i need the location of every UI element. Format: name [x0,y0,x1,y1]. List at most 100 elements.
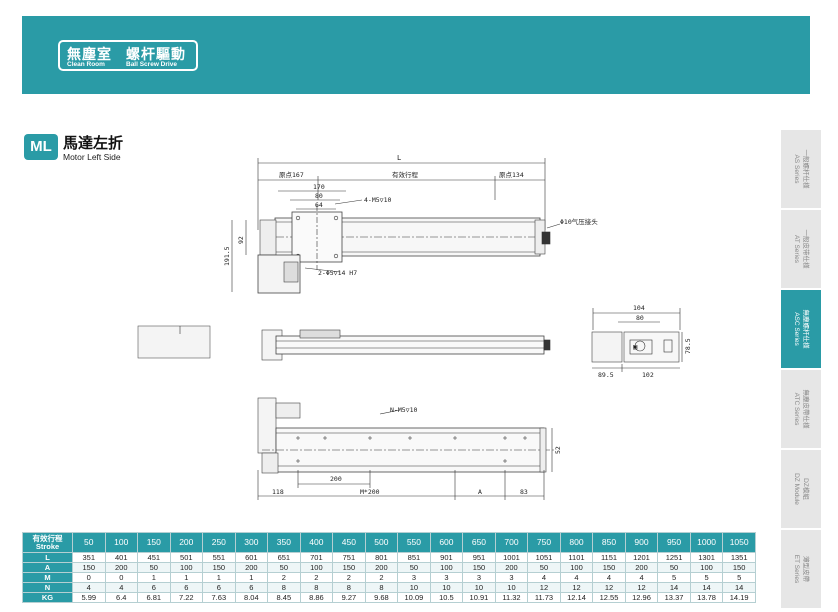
spec-cell: 5 [689,572,724,583]
spec-cell: 14.19 [722,592,756,603]
tab-en: AT Series [793,235,800,263]
section-code-badge: ML [24,134,58,160]
spec-cell: 8.04 [234,592,269,603]
spec-cell: 10.91 [462,592,496,603]
stroke-value-cell: 250 [202,532,236,553]
stroke-value-cell: 850 [592,532,626,553]
spec-cell: 150 [462,562,496,573]
spec-cell: 4 [624,572,659,583]
tab-en: ET Series [793,554,800,584]
spec-cell: 100 [689,562,724,573]
spec-cell: 3 [462,572,496,583]
spec-cell: 12.96 [624,592,659,603]
spec-cell: 451 [137,552,171,563]
spec-cell: 200 [364,562,399,573]
spec-cell: 10 [462,582,496,593]
spec-row-label: N [22,582,73,593]
spec-row-label: KG [22,592,73,603]
dim-200-label: 200 [330,475,342,483]
spec-cell: 1 [234,572,269,583]
tab-cn: 無塵皮帶仕様 [802,389,809,429]
spec-cell: 2 [299,572,334,583]
spec-cell: 1101 [559,552,594,563]
technical-drawing: L 原点167 有效行程 原点134 170 80 64 4-M5▽10 2-Φ… [137,154,692,500]
spec-cell: 11.73 [527,592,561,603]
dim-89-5-label: 89.5 [598,371,614,379]
dim-92-label: 92 [237,236,245,244]
spec-cell: 200 [624,562,659,573]
spec-cell: 5 [722,572,756,583]
spec-cell: 601 [234,552,269,563]
spec-cell: 12 [527,582,561,593]
spec-cell: 14 [689,582,724,593]
spec-cell: 200 [494,562,529,573]
spec-cell: 13.78 [689,592,724,603]
spec-cell: 6 [169,582,204,593]
spec-cell: 10.09 [397,592,431,603]
spec-cell: 4 [72,582,106,593]
stroke-value-cell: 600 [429,532,464,553]
spec-cell: 5 [657,572,691,583]
spec-cell: 1 [202,572,236,583]
spec-cell: 2 [364,572,399,583]
dim-80-label: 80 [315,192,323,200]
stroke-value-cell: 350 [267,532,301,553]
spec-cell: 801 [364,552,399,563]
stroke-value-cell: 550 [397,532,431,553]
spec-cell: 10 [494,582,529,593]
spec-cell: 10 [397,582,431,593]
spec-cell: 50 [527,562,561,573]
spec-cell: 1201 [624,552,659,563]
stroke-value-cell: 400 [299,532,334,553]
stroke-value-cell: 1050 [722,532,756,553]
spec-cell: 6.81 [137,592,171,603]
stroke-value-cell: 950 [657,532,691,553]
tab-en: DZ Module [793,473,800,505]
dim-104-label: 104 [633,304,645,312]
stroke-value-cell: 700 [494,532,529,553]
spec-cell: 5.99 [72,592,106,603]
spec-cell: 8 [364,582,399,593]
spec-cell: 6 [234,582,269,593]
spec-cell: 501 [169,552,204,563]
header-banner [22,16,810,94]
dim-a-label: A [478,488,482,496]
spec-cell: 10 [429,582,464,593]
section-title: 馬達左折 [63,135,124,152]
stroke-value-cell: 450 [332,532,366,553]
spec-cell: 4 [592,572,626,583]
badge-clean-room-en: Clean Room [67,61,105,68]
spec-cell: 951 [462,552,496,563]
spec-cell: 12 [559,582,594,593]
spec-cell: 4 [104,582,139,593]
dim-102-label: 102 [642,371,654,379]
spec-cell: 401 [104,552,139,563]
spec-cell: 3 [429,572,464,583]
spec-cell: 14 [722,582,756,593]
spec-cell: 8 [332,582,366,593]
dim-l-label: L [397,154,401,162]
stroke-value-cell: 750 [527,532,561,553]
stroke-value-cell: 150 [137,532,171,553]
spec-cell: 12.14 [559,592,594,603]
dim-191-5-label: 191.5 [223,246,231,266]
stroke-header-cn: 有效行程 [32,533,63,543]
spec-cell: 8 [267,582,301,593]
spec-cell: 13.37 [657,592,691,603]
hole-note-top: 4-M5▽10 [364,196,391,204]
spec-cell: 200 [104,562,139,573]
spec-cell: 1 [137,572,171,583]
spec-cell: 12 [624,582,659,593]
spec-cell: 11.32 [494,592,529,603]
stroke-value-cell: 300 [234,532,269,553]
spec-cell: 200 [234,562,269,573]
spec-cell: 2 [267,572,301,583]
